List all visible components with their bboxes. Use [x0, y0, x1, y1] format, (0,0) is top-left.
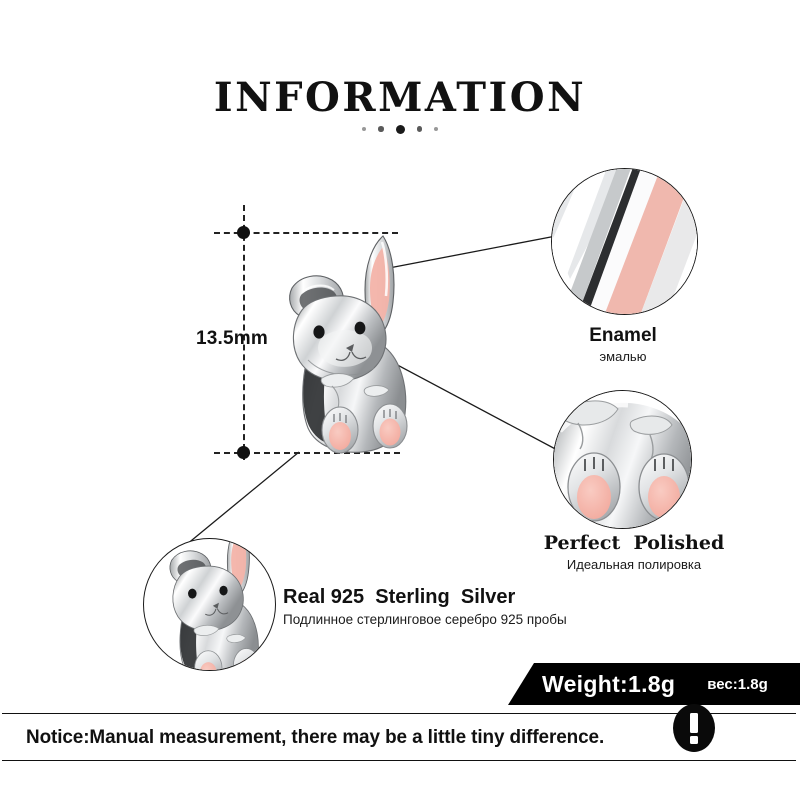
callout-title-polished: Perfect Polished — [543, 532, 725, 554]
callout-title-enamel: Enamel — [589, 325, 657, 346]
callout-caption-enamel: Enamel эмалью — [543, 325, 703, 364]
notice-bar: Notice:Manual measurement, there may be … — [2, 713, 796, 761]
callout-circle-enamel — [551, 168, 698, 315]
weight-banner: Weight:1.8g вес:1.8g — [508, 663, 800, 705]
callout-subtitle-enamel: эмалью — [599, 349, 647, 364]
callout-circle-sterling-silver — [143, 538, 276, 671]
separator-dot — [416, 126, 422, 132]
dimension-endpoint-dot — [237, 226, 250, 239]
separator-dot — [434, 127, 438, 131]
separator-dot — [362, 127, 366, 131]
callout-caption-polished: Perfect Polished Идеальная полировка — [519, 532, 749, 572]
callout-title-sterling-silver: Real 925 Sterling Silver — [283, 586, 516, 608]
notice-text: Notice:Manual measurement, there may be … — [26, 725, 605, 748]
dimension-label: 13.5mm — [196, 328, 268, 349]
separator-dot — [378, 126, 384, 132]
weight-value: Weight:1.8g — [542, 670, 676, 697]
exclamation-badge-icon — [673, 704, 715, 752]
title-dot-separator — [0, 122, 800, 136]
dimension-bottom-guide — [214, 452, 400, 454]
separator-dot — [395, 124, 405, 134]
weight-value-ru: вес:1.8g — [707, 675, 768, 693]
dimension-measure-line — [243, 205, 245, 460]
page-title: INFORMATION — [213, 74, 587, 121]
product-image-bunny-charm — [289, 235, 408, 454]
callout-subtitle-sterling-silver: Подлинное стерлинговое серебро 925 пробы — [283, 612, 567, 627]
callout-caption-sterling-silver: Real 925 Sterling Silver Подлинное стерл… — [283, 586, 583, 627]
callout-subtitle-polished: Идеальная полировка — [566, 557, 702, 572]
dimension-endpoint-dot — [237, 446, 250, 459]
dimension-top-guide — [214, 232, 398, 234]
callout-circle-polished — [553, 390, 692, 529]
